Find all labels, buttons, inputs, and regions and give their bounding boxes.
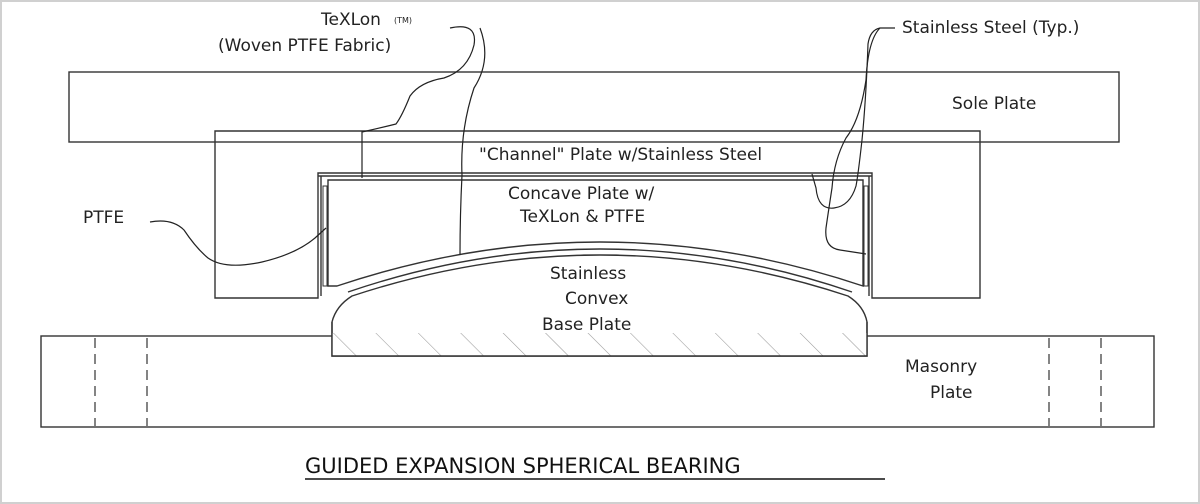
anchor-holes-right bbox=[1048, 338, 1102, 426]
convex-base-plate bbox=[331, 254, 868, 357]
label-convex-1: Stainless bbox=[550, 264, 626, 284]
label-stainless-typ: Stainless Steel (Typ.) bbox=[902, 18, 1079, 38]
label-masonry-2: Plate bbox=[930, 383, 973, 403]
diagram-title: GUIDED EXPANSION SPHERICAL BEARING bbox=[305, 454, 741, 478]
channel-stainless-liner bbox=[318, 175, 872, 296]
masonry-plate-top-gap bbox=[332, 333, 867, 356]
stainless-leader-2 bbox=[825, 27, 881, 255]
anchor-holes-left bbox=[94, 338, 148, 426]
concave-plate bbox=[327, 179, 864, 287]
stainless-leader-1 bbox=[811, 27, 895, 209]
channel-plate bbox=[214, 130, 981, 299]
label-woven-ptfe: (Woven PTFE Fabric) bbox=[218, 36, 391, 56]
label-texlon: TeXLon bbox=[320, 10, 381, 30]
texlon-leader-2 bbox=[459, 27, 486, 256]
label-concave-2: TeXLon & PTFE bbox=[519, 207, 645, 227]
label-channel-plate: "Channel" Plate w/Stainless Steel bbox=[479, 145, 762, 165]
ptfe-strip-right bbox=[863, 185, 869, 287]
label-convex-2: Convex bbox=[565, 289, 628, 309]
ptfe-strip-left bbox=[322, 185, 328, 287]
texlon-curve-liner bbox=[347, 248, 853, 293]
label-convex-3: Base Plate bbox=[542, 315, 631, 335]
label-texlon-tm: (TM) bbox=[394, 16, 412, 25]
texlon-leader-1 bbox=[361, 26, 476, 178]
label-concave-1: Concave Plate w/ bbox=[508, 184, 655, 204]
ptfe-leader bbox=[149, 220, 327, 266]
label-sole-plate: Sole Plate bbox=[952, 94, 1036, 114]
label-ptfe: PTFE bbox=[83, 208, 124, 228]
convex-base-plate-edge bbox=[331, 322, 868, 357]
sole-plate bbox=[68, 71, 1120, 143]
label-masonry-1: Masonry bbox=[905, 357, 977, 377]
